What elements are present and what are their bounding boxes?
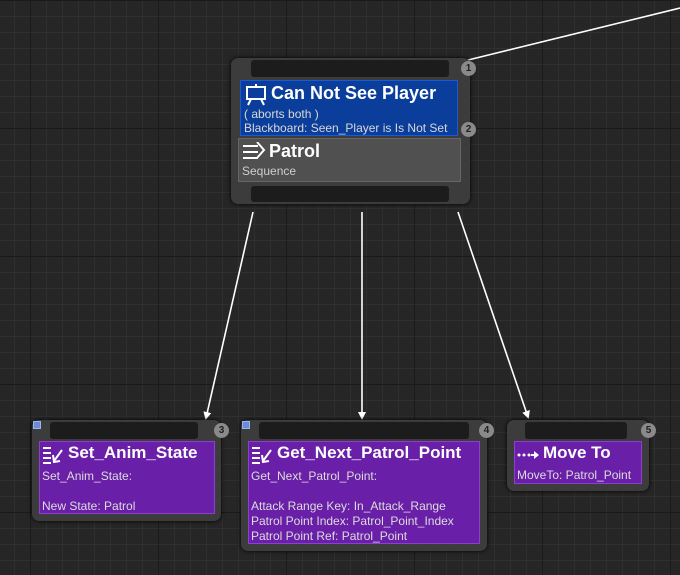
- task-detail: Patrol Point Ref: Patrol_Point: [251, 529, 408, 543]
- composite-patrol[interactable]: Patrol Sequence: [238, 138, 461, 182]
- task-detail: MoveTo: Patrol_Point: [517, 468, 632, 482]
- task-body: Move To MoveTo: Patrol_Point: [514, 441, 642, 484]
- execution-index-badge: 1: [461, 61, 476, 76]
- input-pin[interactable]: [251, 60, 449, 77]
- composite-title: Patrol: [269, 141, 321, 161]
- decorator-condition: Blackboard: Seen_Player is Is Not Set: [244, 121, 448, 135]
- patrol-sequence-node[interactable]: 1 Can Not See Player ( aborts both ) Bla…: [231, 58, 476, 204]
- task-detail: Get_Next_Patrol_Point:: [251, 469, 378, 483]
- move-to-icon: [517, 451, 539, 459]
- link-incoming: [454, 7, 680, 66]
- decorator-aborts: ( aborts both ): [244, 107, 319, 121]
- link-to-move-to: [457, 211, 530, 419]
- composite-subtitle: Sequence: [242, 164, 297, 178]
- task-body: Set_Anim_State Set_Anim_State: New State…: [39, 441, 215, 514]
- execution-index-badge: 5: [641, 423, 656, 438]
- task-detail: Attack Range Key: In_Attack_Range: [251, 499, 446, 513]
- task-title: Get_Next_Patrol_Point: [277, 443, 462, 462]
- execution-index-badge: 4: [479, 423, 494, 438]
- blackboard-icon: [246, 84, 266, 106]
- execution-index-badge: 3: [214, 423, 229, 438]
- task-body: Get_Next_Patrol_Point Get_Next_Patrol_Po…: [248, 441, 480, 544]
- task-node-get-next-patrol-point[interactable]: 4 Get_Next_Patrol_Point Get_Next_Patrol_…: [241, 420, 494, 551]
- sequence-icon: [243, 142, 266, 159]
- task-title: Set_Anim_State: [68, 443, 198, 462]
- decorator-index-badge: 2: [461, 122, 476, 137]
- breakpoint-flag-icon: [242, 421, 250, 429]
- input-pin[interactable]: [525, 422, 627, 439]
- decorator-can-not-see-player[interactable]: Can Not See Player ( aborts both ) Black…: [240, 80, 458, 136]
- task-detail: New State: Patrol: [42, 499, 136, 513]
- output-pin[interactable]: [251, 186, 449, 202]
- task-node-set-anim-state[interactable]: 3 Set_Anim_State Set_Anim_State: New Sta…: [32, 420, 229, 521]
- decorator-title: Can Not See Player: [271, 83, 437, 103]
- input-pin[interactable]: [50, 422, 198, 439]
- task-detail: Set_Anim_State:: [42, 469, 133, 483]
- link-to-set-anim-state: [203, 211, 254, 420]
- breakpoint-flag-icon: [33, 421, 41, 429]
- set-value-icon: [43, 447, 63, 464]
- task-node-move-to[interactable]: 5 Move To MoveTo: Patrol_Point: [507, 420, 656, 491]
- set-value-icon: [252, 447, 272, 464]
- task-detail: Patrol Point Index: Patrol_Point_Index: [251, 514, 454, 528]
- task-title: Move To: [543, 443, 611, 462]
- input-pin[interactable]: [259, 422, 469, 439]
